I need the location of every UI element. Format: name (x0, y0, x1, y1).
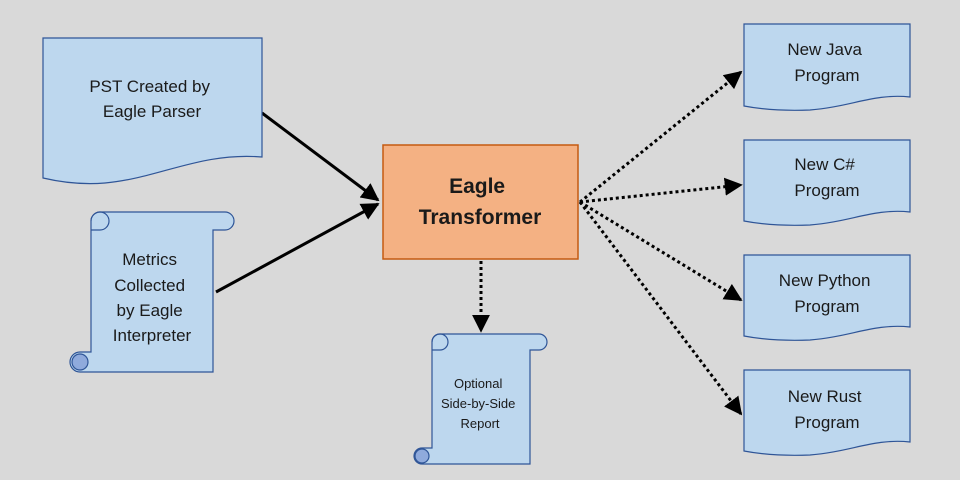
pst-label-line-1: PST Created by (89, 77, 210, 96)
java-label-line-2: Program (794, 66, 859, 85)
arrow-transformer-to-python (579, 200, 743, 302)
arrow-pst-to-transformer (261, 111, 380, 202)
arrow-transformer-to-java (579, 70, 743, 204)
svg-text:PST Created by Eagle Par: PST Created by Eagle Parser (89, 77, 214, 121)
svg-text:Eagle Transformer: Eagle Transformer (419, 175, 542, 229)
rust-label-line-2: Program (794, 413, 859, 432)
csharp-label-line-2: Program (794, 181, 859, 200)
report-label-line-1: Optional (454, 376, 503, 391)
node-java-document: New Java Program (743, 23, 911, 111)
node-python-document: New Python Program (743, 254, 911, 341)
node-report-scroll: Optional Side-by-Side Report (413, 333, 548, 465)
svg-text:New C# Program: New C# Program (794, 155, 859, 200)
svg-text:New Rust Program: New Rust Program (788, 387, 866, 432)
report-label-line-3: Report (460, 416, 499, 431)
connectors (215, 70, 743, 416)
metrics-label-line-2: Collected (114, 276, 185, 295)
java-label-line-1: New Java (787, 40, 862, 59)
node-metrics-scroll: Metrics Collected by Eagle Interpreter (69, 211, 235, 373)
csharp-label-line-1: New C# (794, 155, 855, 174)
node-csharp-document: New C# Program (743, 139, 911, 226)
rust-label-line-1: New Rust (788, 387, 862, 406)
svg-text:New Java Program: New Java Program (787, 40, 866, 85)
arrow-transformer-to-csharp (579, 177, 743, 204)
metrics-label-line-1: Metrics (122, 250, 177, 269)
metrics-label-line-4: Interpreter (113, 326, 192, 345)
arrow-metrics-to-transformer (215, 202, 380, 294)
report-label-line-2: Side-by-Side (441, 396, 515, 411)
node-eagle-transformer: Eagle Transformer (382, 144, 579, 260)
svg-text:Metrics Collected: Metrics Collected by Eagle Interpreter (113, 250, 192, 345)
arrow-transformer-to-rust (578, 201, 743, 416)
metrics-label-line-3: by Eagle (117, 301, 183, 320)
transformer-label-line-1: Eagle (449, 175, 505, 198)
pst-label-line-2: Eagle Parser (103, 102, 202, 121)
node-pst-document: PST Created by Eagle Parser (42, 37, 263, 185)
svg-text:New Python Program: New Python Program (779, 271, 875, 316)
node-rust-document: New Rust Program (743, 369, 911, 456)
python-label-line-1: New Python (779, 271, 871, 290)
transformer-label-line-2: Transformer (419, 206, 542, 229)
svg-text:Optional Side-by-Side: Optional Side-by-Side Report (441, 376, 519, 431)
python-label-line-2: Program (794, 297, 859, 316)
